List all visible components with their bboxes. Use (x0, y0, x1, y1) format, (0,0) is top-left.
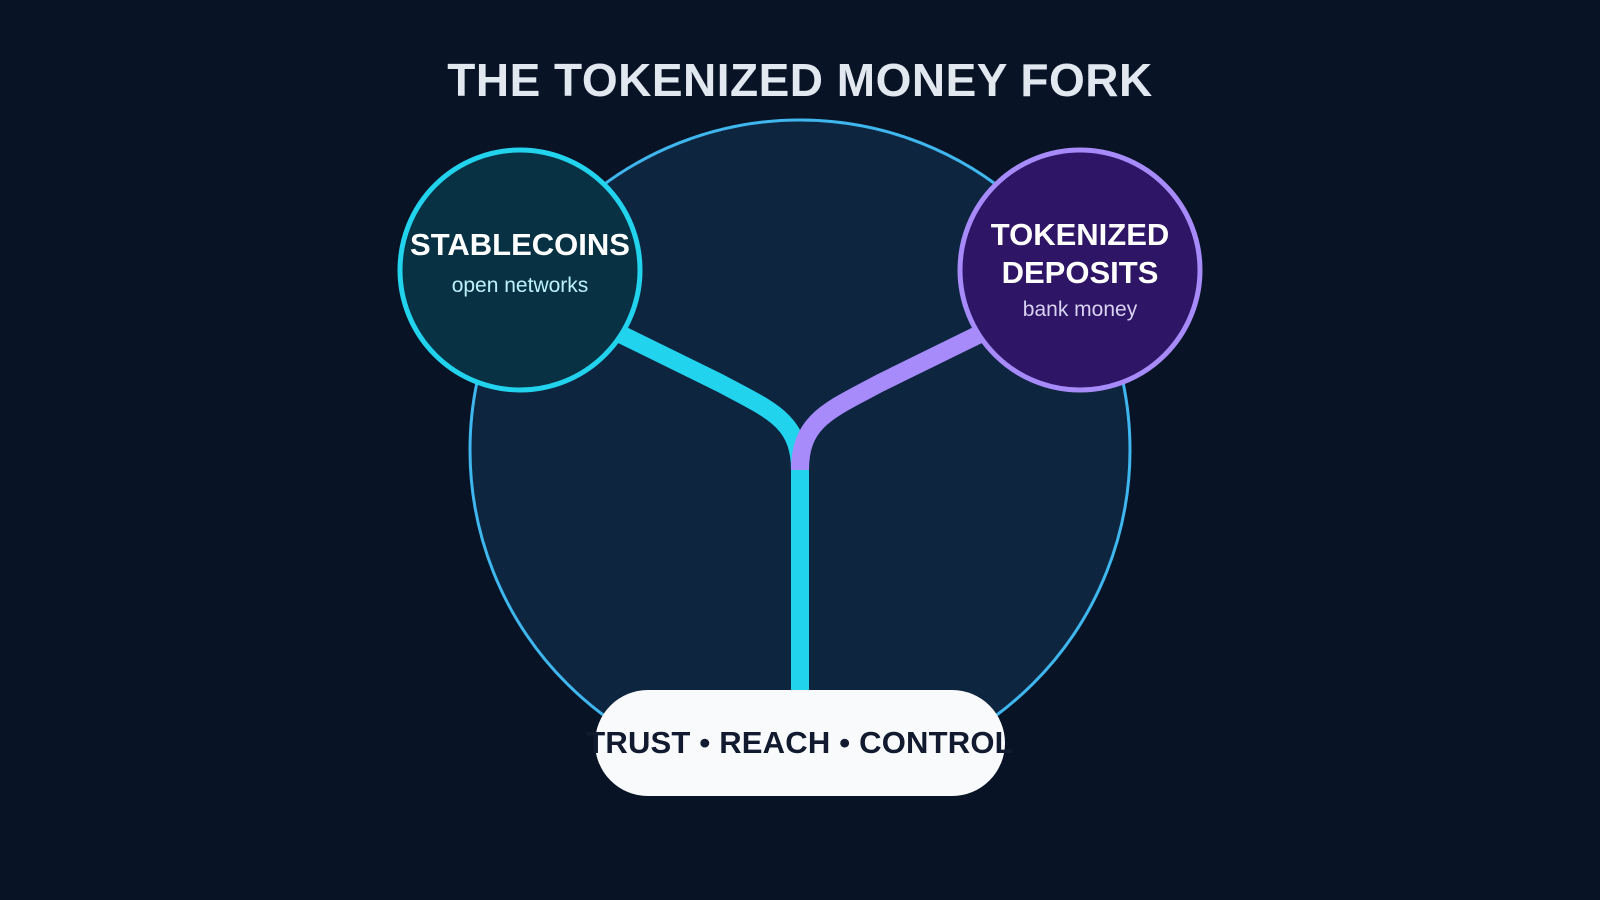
stablecoins-label: STABLECOINS (410, 227, 630, 262)
tokenized-deposits-label: TOKENIZED DEPOSITS (990, 217, 1170, 290)
deposit-branch (791, 321, 992, 471)
tokenized-deposits-node-text: TOKENIZED DEPOSITS bank money (958, 152, 1202, 392)
tokenized-deposits-sublabel: bank money (1022, 298, 1138, 321)
page-title: THE TOKENIZED MONEY FORK (447, 54, 1153, 106)
base-pill-label: TRUST • REACH • CONTROL (586, 725, 1014, 760)
tokenized-deposits-node (957, 147, 1203, 393)
stablecoins-node (397, 147, 643, 393)
base-pill: TRUST • REACH • CONTROL (586, 690, 1014, 796)
stablecoins-sublabel: open networks (451, 274, 589, 297)
stablecoins-node-text: STABLECOINS open networks (398, 152, 642, 392)
